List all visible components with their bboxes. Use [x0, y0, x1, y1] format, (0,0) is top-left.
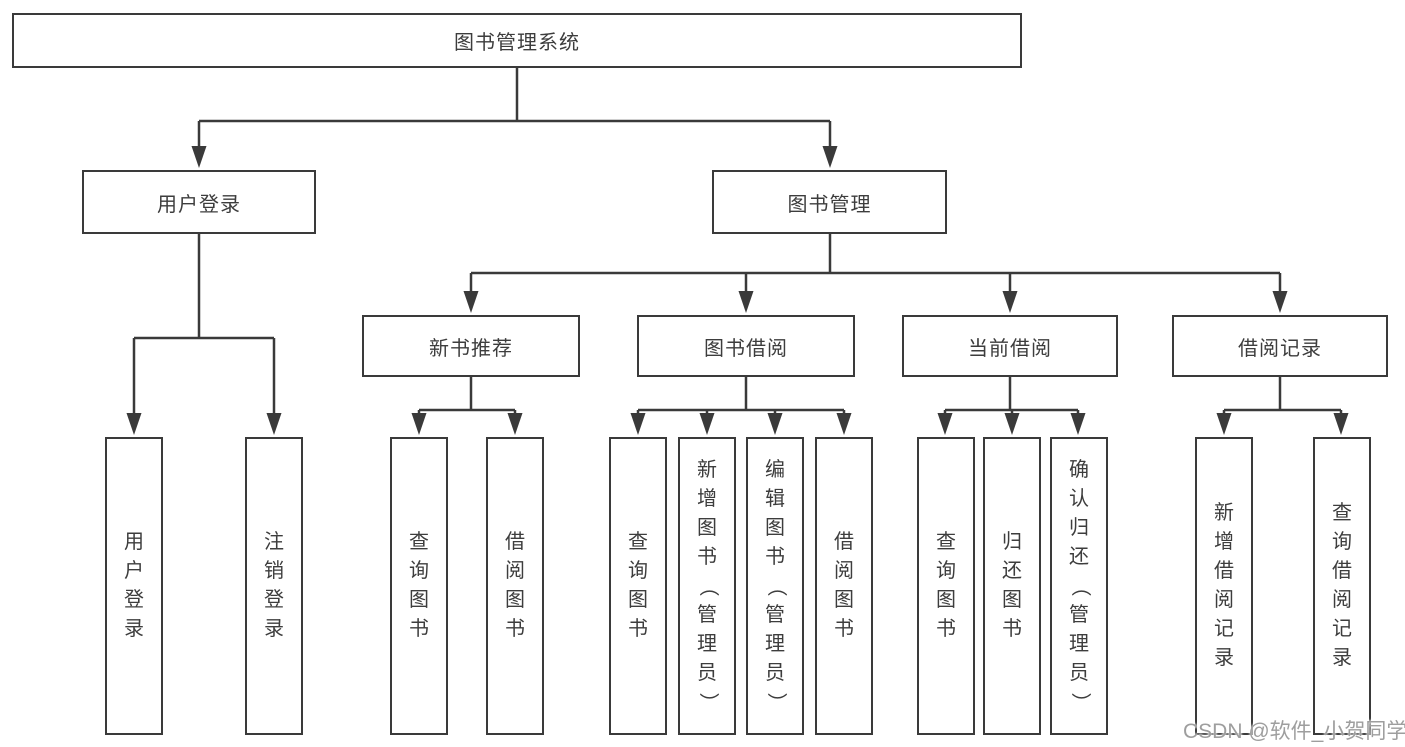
node-book-borrowing: 图书借阅	[637, 315, 855, 377]
node-book-management: 图书管理	[712, 170, 947, 234]
leaf-borrowing-edit-books-admin: 编辑图书（管理员）	[746, 437, 804, 735]
leaf-records-add-borrow-record: 新增借阅记录	[1195, 437, 1253, 735]
node-current-borrowing: 当前借阅	[902, 315, 1118, 377]
leaf-current-query-books: 查询图书	[917, 437, 975, 735]
connector-user-login-to-leaves	[126, 234, 282, 435]
connector-current-borrowing-to-leaves	[937, 377, 1086, 435]
leaf-user-login: 用户登录	[105, 437, 163, 735]
connector-borrowing-records-to-leaves	[1216, 377, 1349, 435]
leaf-borrowing-borrow-books: 借阅图书	[815, 437, 873, 735]
node-library-management-system: 图书管理系统	[12, 13, 1022, 68]
connector-book-borrowing-to-leaves	[630, 377, 852, 435]
connector-new-book-recommendation-to-leaves	[411, 377, 523, 435]
leaf-records-query-borrow-record: 查询借阅记录	[1313, 437, 1371, 735]
connector-book-management-to-level3	[463, 234, 1288, 313]
node-new-book-recommendation: 新书推荐	[362, 315, 580, 377]
leaf-recommend-query-books: 查询图书	[390, 437, 448, 735]
leaf-recommend-borrow-books: 借阅图书	[486, 437, 544, 735]
leaf-logout: 注销登录	[245, 437, 303, 735]
node-borrowing-records: 借阅记录	[1172, 315, 1388, 377]
csdn-watermark: CSDN @软件_小贺同学	[1183, 720, 1405, 743]
leaf-borrowing-query-books: 查询图书	[609, 437, 667, 735]
leaf-current-confirm-return-admin: 确认归还（管理员）	[1050, 437, 1108, 735]
connector-root-to-level2	[191, 68, 838, 168]
node-user-login: 用户登录	[82, 170, 316, 234]
leaf-current-return-books: 归还图书	[983, 437, 1041, 735]
leaf-borrowing-add-books-admin: 新增图书（管理员）	[678, 437, 736, 735]
